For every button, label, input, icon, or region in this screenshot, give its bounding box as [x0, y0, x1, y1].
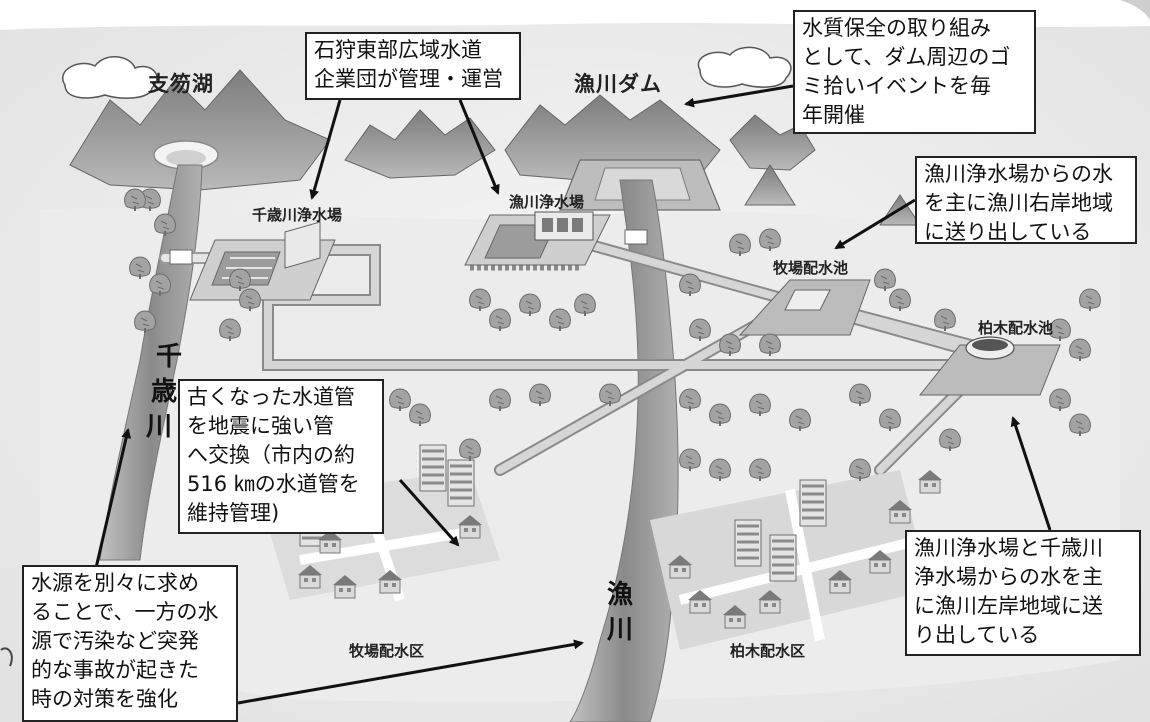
isari-river-char-1: 漁: [607, 580, 634, 610]
cloud-right: [697, 46, 792, 88]
kashiwagi-reservoir-structure: [918, 336, 1061, 396]
makiba-reservoir-structure: [738, 279, 871, 336]
isari-plant-building: [464, 211, 648, 271]
chitose-river-char-3: 川: [146, 412, 173, 442]
kashiwagi-reservoir-label: 柏木配水池: [978, 319, 1054, 337]
callout-operator: 石狩東部広域水道 企業団が管理・運営: [305, 32, 521, 100]
callout-right-bank: 漁川浄水場からの水 を主に漁川右岸地域 に送り出している: [915, 156, 1137, 244]
makiba-district-label: 牧場配水区: [349, 642, 425, 660]
dam-label: 漁川ダム: [574, 72, 662, 96]
chitose-plant-label: 千歳川浄水場: [252, 206, 343, 224]
makiba-reservoir-label: 牧場配水池: [773, 259, 849, 277]
chitose-river-char-2: 歳: [151, 377, 178, 407]
callout-pipes: 古くなった水道管 を地震に強い管 へ交換（市内の約 516 ㎞の水道管を 維持管…: [178, 379, 384, 534]
corner-swirl: [0, 647, 13, 667]
lake-label: 支笏湖: [148, 72, 214, 96]
chitose-river-char-1: 千: [156, 342, 183, 372]
kashiwagi-town: [650, 469, 943, 650]
chitose-plant-building: [169, 221, 336, 301]
callout-dam-cleanup: 水質保全の取り組み として、ダム周辺のゴ ミ拾いイベントを毎 年開催: [793, 10, 1036, 134]
corner-mark: [1120, 0, 1150, 20]
callout-arrows: [94, 84, 1052, 705]
kashiwagi-district-label: 柏木配水区: [730, 642, 806, 660]
cloud-left: [62, 56, 158, 99]
callout-sources: 水源を別々に求め ることで、一方の水 源で汚染など突発 的な事故が起きた 時の対…: [22, 565, 238, 722]
callout-left-bank: 漁川浄水場と千歳川 浄水場からの水を主 に漁川左岸地域に送 り出している: [905, 530, 1141, 656]
isari-river-char-2: 川: [607, 615, 634, 645]
isari-plant-label: 漁川浄水場: [509, 193, 585, 211]
